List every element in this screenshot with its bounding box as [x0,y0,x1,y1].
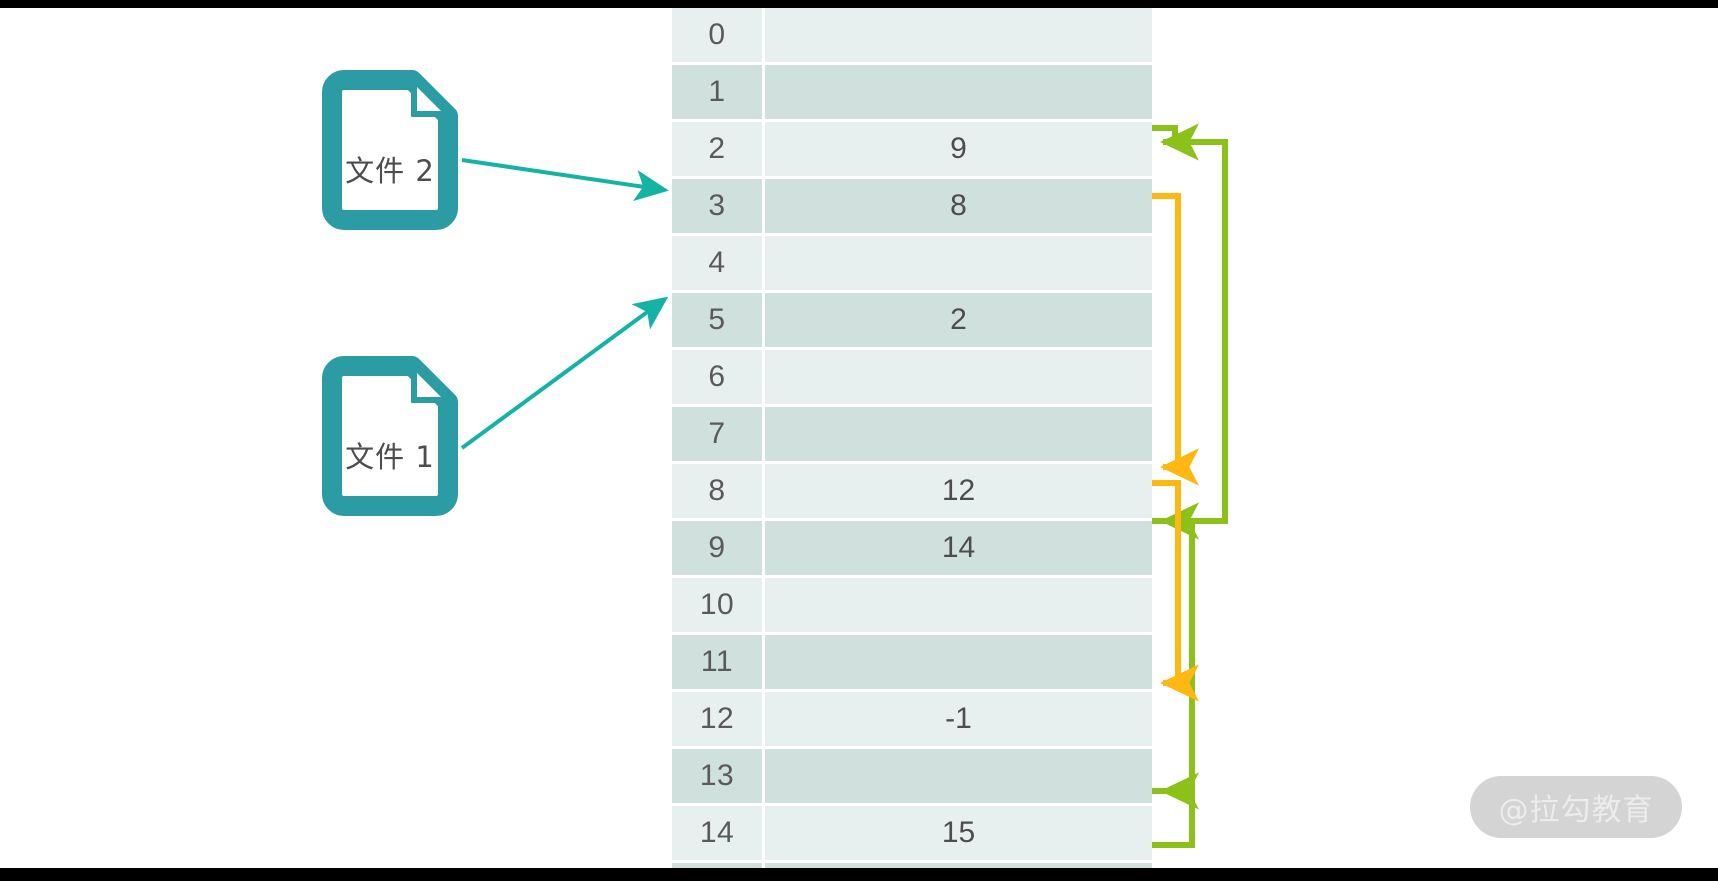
row-index: 0 [672,8,762,62]
row-value [765,236,1152,290]
document-icon [322,356,458,516]
row-index: 9 [672,521,762,575]
row-index: 2 [672,122,762,176]
row-divider [672,233,1152,236]
table-row[interactable]: 13 [672,749,1152,803]
row-index: 12 [672,692,762,746]
row-divider [672,461,1152,464]
row-divider [672,746,1152,749]
row-divider [672,632,1152,635]
row-divider [672,404,1152,407]
row-value: 9 [765,122,1152,176]
row-index: 15 [672,863,762,868]
table-row[interactable]: 1 [672,65,1152,119]
pointer-file2-to-row3 [461,158,669,202]
row-value [765,407,1152,461]
chain-green-row2-stub [1152,125,1178,142]
hash-table: 0 1 2 9 3 8 4 [672,8,1152,868]
chain-green-9-to-2 [1152,123,1228,524]
row-value: 2 [765,293,1152,347]
row-index: 13 [672,749,762,803]
row-index: 7 [672,407,762,461]
table-row[interactable]: 9 14 [672,521,1152,575]
row-divider [672,176,1152,179]
row-value: 15 [765,806,1152,860]
row-divider [672,119,1152,122]
letterbox-top [0,0,1718,8]
row-value [765,65,1152,119]
table-row[interactable]: 7 [672,407,1152,461]
chain-orange-8-to-12 [1152,480,1199,702]
row-value: -1 [765,863,1152,868]
table-row[interactable]: 8 12 [672,464,1152,518]
table-row[interactable]: 0 [672,8,1152,62]
row-divider [672,347,1152,350]
document-icon [322,70,458,230]
row-index: 5 [672,293,762,347]
file-icon-2[interactable]: 文件 2 [320,70,460,230]
file-icon-1[interactable]: 文件 1 [320,356,460,516]
row-index: 10 [672,578,762,632]
chain-green-14-to-9 [1152,502,1199,794]
row-index: 3 [672,179,762,233]
row-index: 14 [672,806,762,860]
table-row[interactable]: 3 8 [672,179,1152,233]
row-value [765,749,1152,803]
row-value: -1 [765,692,1152,746]
row-divider [672,803,1152,806]
row-value [765,635,1152,689]
watermark: @拉勾教育 [1470,776,1682,838]
chain-orange-3-to-8 [1152,193,1199,486]
row-value [765,8,1152,62]
table-row[interactable]: 6 [672,350,1152,404]
row-value: 12 [765,464,1152,518]
table-row[interactable]: 11 [672,635,1152,689]
diagram-canvas: 文件 2 文件 1 0 1 2 9 [0,8,1718,868]
row-divider [672,62,1152,65]
row-divider [672,689,1152,692]
table-row[interactable]: 4 [672,236,1152,290]
pointer-file1-to-row5 [460,296,669,450]
row-index: 6 [672,350,762,404]
row-value: 14 [765,521,1152,575]
row-value: 8 [765,179,1152,233]
table-row[interactable]: 5 2 [672,293,1152,347]
row-divider [672,290,1152,293]
row-index: 8 [672,464,762,518]
watermark-text: @拉勾教育 [1498,793,1654,828]
row-divider [672,575,1152,578]
table-row[interactable]: 14 15 [672,806,1152,860]
table-row[interactable]: 10 [672,578,1152,632]
row-index: 1 [672,65,762,119]
row-divider [672,860,1152,863]
row-index: 11 [672,635,762,689]
row-divider [672,518,1152,521]
chain-green-15-to-14 [1152,772,1199,848]
row-value [765,350,1152,404]
table-row[interactable]: 15 -1 [672,863,1152,868]
table-row[interactable]: 2 9 [672,122,1152,176]
table-row[interactable]: 12 -1 [672,692,1152,746]
row-value [765,578,1152,632]
row-index: 4 [672,236,762,290]
letterbox-bottom [0,868,1718,881]
